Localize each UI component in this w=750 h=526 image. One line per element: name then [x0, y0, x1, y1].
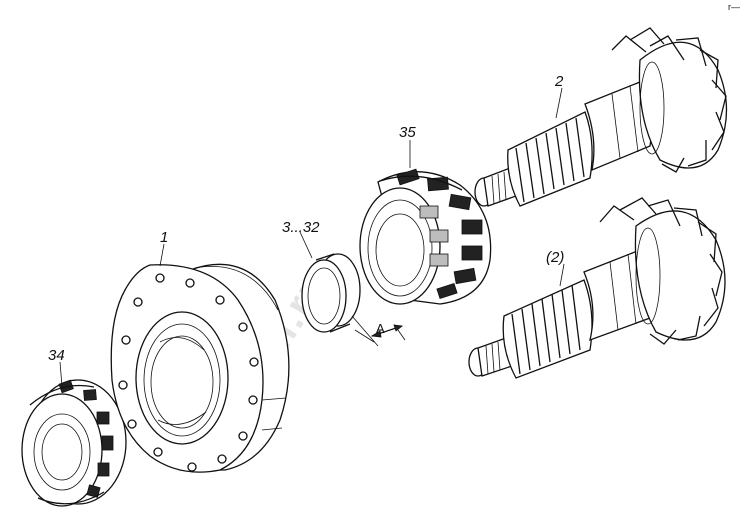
pinion-shaft-2-splines	[515, 117, 585, 203]
pinion-shaft-2	[474, 27, 728, 207]
label-part-35: 35	[399, 124, 416, 141]
pinion-shaft-2-thread	[491, 171, 507, 205]
bearing-35-rollers	[396, 168, 483, 300]
label-part-1: 1	[160, 229, 168, 246]
bearing-35	[359, 168, 492, 305]
pinion-shaft-2-gear-teeth	[611, 27, 727, 173]
label-part-34: 34	[48, 347, 65, 364]
label-part-2: 2	[554, 73, 564, 90]
shim-ring-3-32	[301, 253, 361, 333]
pinion-shaft-2-alt-splines	[511, 284, 581, 375]
housing-1-bolt-holes	[118, 273, 259, 472]
pinion-shaft-2-alt-gear-teeth	[599, 197, 723, 345]
corner-mark: r—	[728, 2, 740, 12]
dimension-a-label: A	[376, 321, 385, 336]
label-part-2-alt: (2)	[546, 249, 564, 266]
pinion-shaft-2-alt	[468, 197, 726, 379]
leader-lines	[59, 87, 565, 387]
housing-1	[110, 263, 290, 473]
label-part-3-32: 3...32	[282, 219, 320, 236]
dimension-a: A	[351, 315, 406, 347]
bearing-34	[21, 379, 127, 507]
pinion-shaft-2-alt-thread	[485, 341, 501, 375]
